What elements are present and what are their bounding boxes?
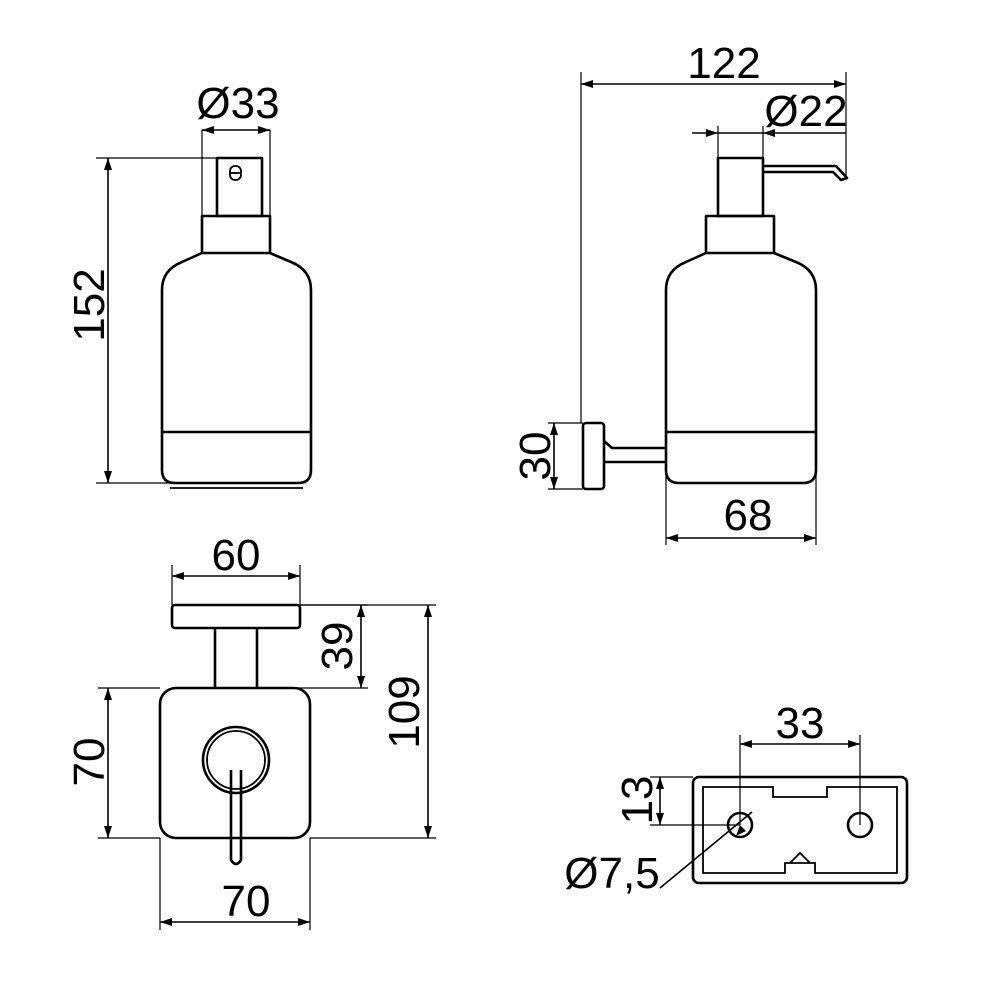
top-base-depth-label: 70 xyxy=(65,738,114,787)
wall-plate xyxy=(581,421,606,491)
mount-hole-spacing-label: 33 xyxy=(776,699,825,748)
mount-plate-inner xyxy=(702,786,898,874)
top-arm xyxy=(213,628,259,688)
top-base-width-label: 70 xyxy=(222,877,271,926)
mount-hole-diameter-label: Ø7,5 xyxy=(564,849,659,898)
bracket-arm xyxy=(603,440,666,464)
front-height-label: 152 xyxy=(65,268,114,341)
side-bracket-height-label: 30 xyxy=(511,432,560,481)
mount-view: 33 13 Ø7,5 xyxy=(564,699,909,898)
pump-neck xyxy=(200,214,272,255)
top-plate-width-label: 60 xyxy=(212,531,261,580)
top-nozzle xyxy=(229,770,243,866)
top-bottle-circle xyxy=(201,725,271,795)
top-base xyxy=(158,686,312,840)
top-pump-circle xyxy=(206,730,266,790)
front-neck-diameter-label: Ø33 xyxy=(196,79,279,128)
side-pump-head xyxy=(716,156,765,218)
mount-plate-outer xyxy=(691,775,909,885)
top-arm-offset-label: 39 xyxy=(313,622,362,671)
side-pump-neck xyxy=(704,214,776,255)
top-wall-plate xyxy=(170,603,302,630)
side-view: 122 Ø22 30 68 xyxy=(511,39,849,545)
top-total-depth-label: 109 xyxy=(380,675,429,748)
bottle-body xyxy=(160,251,313,485)
side-overall-depth-label: 122 xyxy=(687,39,760,88)
side-bottle-body xyxy=(664,251,818,485)
side-nozzle-diameter-label: Ø22 xyxy=(764,87,847,136)
side-base-width-label: 68 xyxy=(724,491,773,540)
front-view: Ø33 152 xyxy=(65,79,313,489)
nozzle xyxy=(763,164,849,182)
mount-hole-offset-label: 13 xyxy=(613,776,662,825)
top-view: 60 39 109 70 70 xyxy=(65,531,436,930)
